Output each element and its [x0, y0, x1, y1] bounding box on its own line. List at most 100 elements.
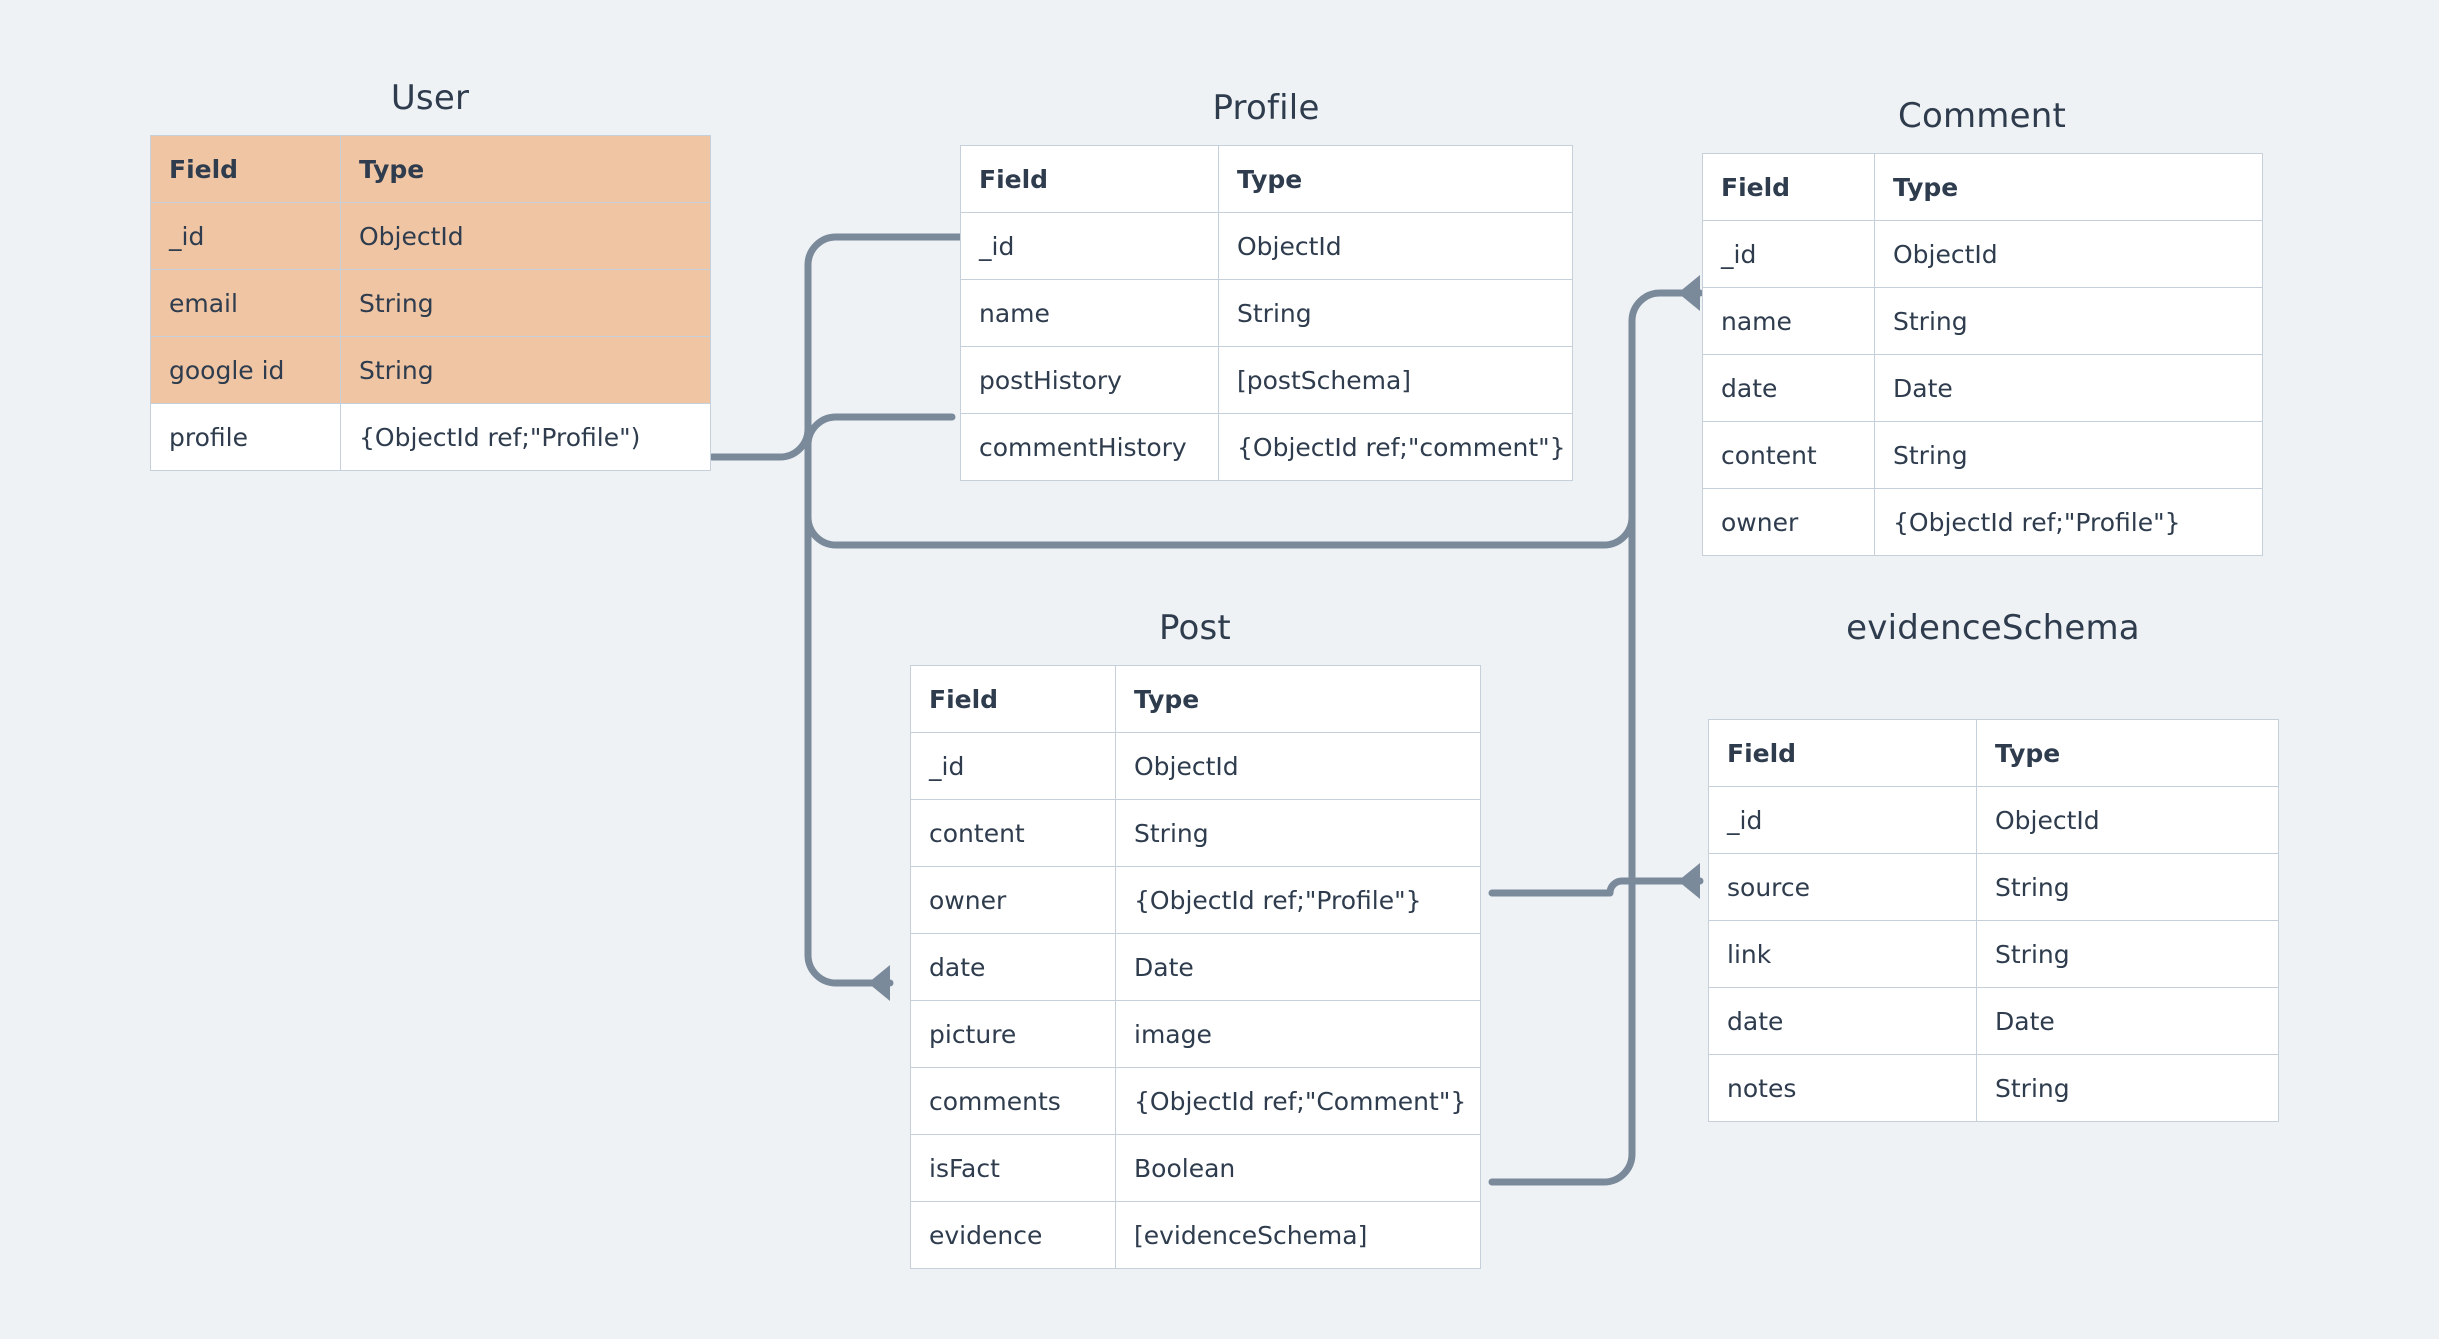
field-name: source — [1708, 853, 1977, 922]
table-row[interactable]: date Date — [1708, 987, 2279, 1056]
column-header-field: Field — [1708, 719, 1977, 788]
column-header-field: Field — [910, 665, 1116, 734]
field-type: ObjectId — [340, 202, 711, 271]
field-type: String — [340, 269, 711, 338]
field-type: [evidenceSchema] — [1115, 1201, 1481, 1270]
field-type: Date — [1976, 987, 2279, 1056]
entity-post-title: Post — [1159, 608, 1231, 648]
table-row[interactable]: notes String — [1708, 1054, 2279, 1123]
field-type: Date — [1115, 933, 1481, 1002]
field-name: date — [910, 933, 1116, 1002]
column-header-field: Field — [960, 145, 1219, 214]
field-type: String — [1874, 287, 2263, 356]
table-row[interactable]: date Date — [910, 933, 1481, 1002]
field-type: ObjectId — [1218, 212, 1573, 281]
table-row[interactable]: isFact Boolean — [910, 1134, 1481, 1203]
table-header-row: Field Type — [960, 145, 1573, 214]
table-row[interactable]: content String — [910, 799, 1481, 868]
entity-evidenceschema[interactable]: evidenceSchema Field Type _id ObjectId s… — [1708, 608, 2279, 1123]
table-header-row: Field Type — [1702, 153, 2263, 222]
edge-user-profile-to-profile-id — [708, 233, 964, 461]
table-row[interactable]: _id ObjectId — [1708, 786, 2279, 855]
field-type: String — [1976, 1054, 2279, 1123]
entity-comment[interactable]: Comment Field Type _id ObjectId name Str… — [1702, 96, 2263, 557]
table-row[interactable]: date Date — [1702, 354, 2263, 423]
entity-comment-table: Field Type _id ObjectId name String date… — [1702, 153, 2263, 557]
field-name: picture — [910, 1000, 1116, 1069]
field-type: String — [1874, 421, 2263, 490]
arrowhead-comment-id — [1678, 275, 1700, 311]
field-name: google id — [150, 336, 341, 405]
edge-profile-to-right-trunk — [804, 513, 1636, 549]
field-name: evidence — [910, 1201, 1116, 1270]
field-name: profile — [150, 403, 341, 472]
field-type: ObjectId — [1115, 732, 1481, 801]
table-row[interactable]: source String — [1708, 853, 2279, 922]
edge-right-trunk-to-comment-id — [1628, 289, 1704, 549]
entity-comment-title: Comment — [1898, 96, 2066, 136]
table-row[interactable]: commentHistory {ObjectId ref;"comment"} — [960, 413, 1573, 482]
field-name: postHistory — [960, 346, 1219, 415]
table-row[interactable]: link String — [1708, 920, 2279, 989]
field-name: email — [150, 269, 341, 338]
entity-user[interactable]: User Field Type _id ObjectId email Strin… — [150, 79, 711, 472]
field-name: comments — [910, 1067, 1116, 1136]
field-name: date — [1702, 354, 1875, 423]
column-header-type: Type — [1874, 153, 2263, 222]
table-row[interactable]: owner {ObjectId ref;"Profile"} — [910, 866, 1481, 935]
entity-user-table: Field Type _id ObjectId email String goo… — [150, 135, 711, 472]
field-name: date — [1708, 987, 1977, 1056]
field-name: link — [1708, 920, 1977, 989]
field-name: name — [1702, 287, 1875, 356]
entity-evidenceschema-title: evidenceSchema — [1846, 608, 2140, 648]
field-type: {ObjectId ref;"comment"} — [1218, 413, 1573, 482]
field-name: _id — [1702, 220, 1875, 289]
field-type: {ObjectId ref;"Profile"} — [1115, 866, 1481, 935]
field-type: String — [1218, 279, 1573, 348]
table-row[interactable]: postHistory [postSchema] — [960, 346, 1573, 415]
table-row[interactable]: google id String — [150, 336, 711, 405]
table-header-row: Field Type — [910, 665, 1481, 734]
entity-post[interactable]: Post Field Type _id ObjectId content Str… — [910, 608, 1481, 1270]
field-name: content — [1702, 421, 1875, 490]
table-row[interactable]: _id ObjectId — [1702, 220, 2263, 289]
entity-post-table: Field Type _id ObjectId content String o… — [910, 665, 1481, 1270]
field-name: _id — [910, 732, 1116, 801]
field-type: Boolean — [1115, 1134, 1481, 1203]
table-row[interactable]: picture image — [910, 1000, 1481, 1069]
field-type: String — [1976, 853, 2279, 922]
field-type: {ObjectId ref;"Comment"} — [1115, 1067, 1481, 1136]
field-type: String — [1115, 799, 1481, 868]
table-row[interactable]: evidence [evidenceSchema] — [910, 1201, 1481, 1270]
table-row[interactable]: profile {ObjectId ref;"Profile") — [150, 403, 711, 472]
field-name: _id — [150, 202, 341, 271]
field-type: ObjectId — [1976, 786, 2279, 855]
field-type: ObjectId — [1874, 220, 2263, 289]
table-header-row: Field Type — [150, 135, 711, 204]
edge-user-profile-trunk-to-post-date — [804, 441, 894, 987]
entity-profile[interactable]: Profile Field Type _id ObjectId name Str… — [960, 89, 1573, 482]
table-row[interactable]: _id ObjectId — [960, 212, 1573, 281]
field-type: String — [1976, 920, 2279, 989]
edge-post-isfact-to-right-trunk — [1488, 541, 1636, 1186]
table-row[interactable]: _id ObjectId — [910, 732, 1481, 801]
column-header-field: Field — [150, 135, 341, 204]
arrowhead-post-date — [868, 965, 890, 1001]
table-row[interactable]: _id ObjectId — [150, 202, 711, 271]
table-row[interactable]: comments {ObjectId ref;"Comment"} — [910, 1067, 1481, 1136]
edge-post-owner-to-evidenceschema-source — [1488, 877, 1704, 897]
field-name: _id — [1708, 786, 1977, 855]
table-row[interactable]: name String — [1702, 287, 2263, 356]
field-name: notes — [1708, 1054, 1977, 1123]
table-row[interactable]: content String — [1702, 421, 2263, 490]
field-name: owner — [910, 866, 1116, 935]
column-header-type: Type — [1218, 145, 1573, 214]
table-row[interactable]: email String — [150, 269, 711, 338]
column-header-type: Type — [340, 135, 711, 204]
table-row[interactable]: name String — [960, 279, 1573, 348]
field-type: {ObjectId ref;"Profile") — [340, 403, 711, 472]
arrowhead-evidenceschema-source — [1678, 863, 1700, 899]
table-row[interactable]: owner {ObjectId ref;"Profile"} — [1702, 488, 2263, 557]
column-header-type: Type — [1976, 719, 2279, 788]
